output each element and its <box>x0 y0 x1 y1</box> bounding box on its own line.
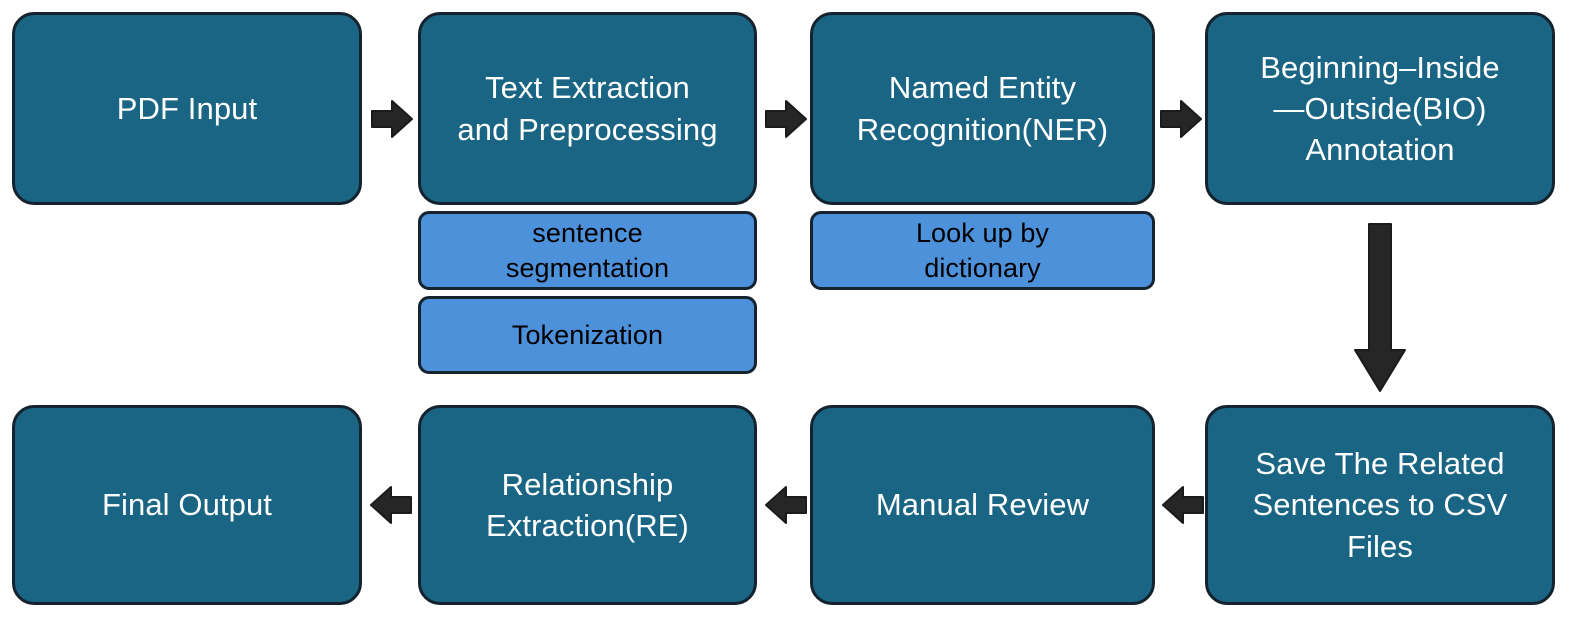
node-relationship-extraction[interactable]: Relationship Extraction(RE) <box>418 405 757 605</box>
node-pdf-input[interactable]: PDF Input <box>12 12 362 205</box>
sub-node-tokenization[interactable]: Tokenization <box>418 296 757 374</box>
node-save-the-related-sentences-to-csv-files[interactable]: Save The Related Sentences to CSV Files <box>1205 405 1555 605</box>
node-bio-annotation[interactable]: Beginning–Inside —Outside(BIO) Annotatio… <box>1205 12 1555 205</box>
arrow-left-icon-relationship-extraction-to-final-output <box>369 484 413 526</box>
node-manual-review[interactable]: Manual Review <box>810 405 1155 605</box>
arrow-right-icon-text-extraction-to-ner <box>764 98 808 140</box>
arrow-left-icon-manual-review-to-relationship-extraction <box>764 484 808 526</box>
sub-node-lookup-by-dictionary[interactable]: Look up by dictionary <box>810 211 1155 290</box>
sub-node-sentence-segmentation[interactable]: sentence segmentation <box>418 211 757 290</box>
arrow-right-icon-ner-to-bio <box>1159 98 1203 140</box>
node-text-extraction-and-preprocessing[interactable]: Text Extraction and Preprocessing <box>418 12 757 205</box>
node-named-entity-recognition[interactable]: Named Entity Recognition(NER) <box>810 12 1155 205</box>
arrow-left-icon-save-csv-to-manual-review <box>1161 484 1205 526</box>
node-final-output[interactable]: Final Output <box>12 405 362 605</box>
arrow-down-icon-bio-to-save-csv <box>1352 222 1408 394</box>
arrow-right-icon-pdf-to-text-extraction <box>370 98 414 140</box>
